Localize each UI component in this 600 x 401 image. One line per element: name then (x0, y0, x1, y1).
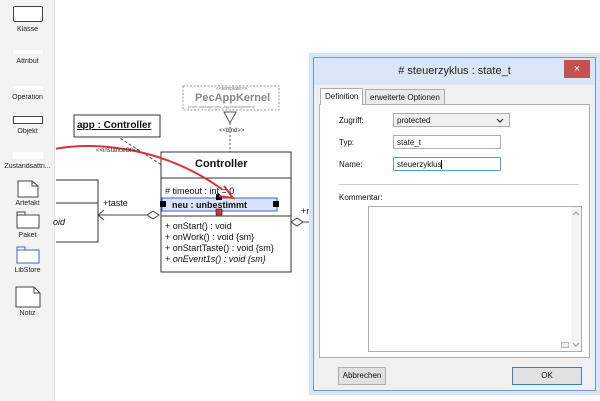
object-icon (12, 116, 43, 124)
tab-definition[interactable]: Definition (320, 88, 364, 105)
operation-onwork[interactable]: + onWork() : void {sm} (165, 232, 255, 242)
palette-label: Artefakt (15, 200, 40, 207)
palette-label: Attribut (16, 58, 39, 65)
template-stereotype: <<template>> (216, 86, 247, 92)
scroll-up-icon[interactable] (571, 209, 581, 217)
class-name[interactable]: Controller (195, 158, 248, 170)
diagram-canvas[interactable]: <<template>> PecAppKernel (from package … (53, 0, 600, 401)
comment-textarea[interactable] (368, 206, 582, 352)
palette-item-operation[interactable]: Operation (0, 86, 55, 101)
ok-button[interactable]: OK (512, 367, 582, 385)
attribute-new-selected[interactable]: neu : unbestimmt (172, 200, 248, 210)
operation-onstart[interactable]: + onStart() : void (165, 221, 232, 231)
left-class-fragment: oid (53, 217, 66, 227)
palette-item-paket[interactable]: Paket (0, 211, 55, 239)
type-label: Typ: (339, 138, 355, 147)
dialog-title: # steuerzyklus : state_t (398, 65, 511, 77)
palette-label: Klasse (16, 26, 38, 33)
name-field[interactable]: steuerzyklus (393, 157, 501, 171)
state-attribute-icon (12, 152, 43, 159)
definition-panel: Zugriff: protected Typ: state_t Name: st… (319, 104, 590, 358)
palette-item-artefakt[interactable]: Artefakt (0, 180, 55, 207)
dialog-titlebar[interactable]: # steuerzyklus : state_t × (314, 58, 595, 85)
palette-label: LibStore (14, 267, 41, 274)
class-icon (12, 6, 43, 22)
close-button[interactable]: × (564, 60, 590, 78)
palette-label: Zustandsattri... (4, 163, 51, 170)
package-icon (16, 211, 39, 229)
access-select[interactable]: protected (393, 113, 510, 127)
cancel-label: Abbrechen (342, 371, 382, 380)
palette-item-notiz[interactable]: Notiz (0, 286, 55, 317)
type-field[interactable]: state_t (393, 135, 501, 149)
tab-label: Definition (325, 92, 359, 101)
operation-icon (12, 86, 43, 90)
name-label: Name: (339, 160, 363, 169)
operation-onevent1s[interactable]: + onEvent1s() : void {sm} (165, 254, 266, 264)
attribute-properties-dialog: # steuerzyklus : state_t × Definition er… (313, 57, 596, 391)
element-palette: Klasse Attribut Operation Objekt Zustand… (0, 0, 55, 401)
cancel-button[interactable]: Abbrechen (338, 367, 386, 385)
bind-label: <<bind>> (219, 128, 245, 134)
palette-item-objekt[interactable]: Objekt (0, 116, 55, 135)
instance-of-label: <<instanceOf>> (96, 148, 139, 154)
operation-onstarttaste[interactable]: + onStartTaste() : void {sm} (165, 243, 274, 253)
separator (339, 184, 579, 185)
tab-extended-options[interactable]: erweiterte Optionen (365, 89, 445, 105)
palette-item-zustandsattribut[interactable]: Zustandsattri... (0, 152, 55, 170)
template-package: (from package pec_Appmanagement) (188, 104, 256, 109)
palette-label: Operation (12, 94, 43, 101)
ok-label: OK (541, 371, 553, 380)
template-name: PecAppKernel (195, 92, 271, 104)
resize-grip-icon[interactable] (561, 342, 569, 348)
palette-item-libstore[interactable]: LibStore (0, 246, 55, 274)
scroll-down-icon[interactable] (571, 341, 581, 349)
close-icon: × (573, 63, 581, 75)
access-value: protected (397, 116, 431, 125)
association-role-taste: +taste (103, 198, 128, 208)
attribute-timeout[interactable]: # timeout : int = 0 (165, 186, 235, 196)
diagram-connectors (56, 85, 313, 273)
association-role-right: +ro (301, 206, 315, 216)
tab-label: erweiterte Optionen (370, 93, 440, 102)
type-value: state_t (397, 138, 422, 147)
chevron-down-icon (496, 118, 504, 123)
library-store-icon (16, 246, 39, 264)
name-value: steuerzyklus (397, 160, 442, 169)
text-cursor (441, 160, 443, 170)
palette-label: Objekt (17, 128, 38, 135)
palette-label: Notiz (19, 310, 36, 317)
palette-item-klasse[interactable]: Klasse (0, 6, 55, 33)
palette-item-attribut[interactable]: Attribut (0, 50, 55, 65)
artifact-icon (17, 180, 38, 198)
access-label: Zugriff: (339, 116, 364, 125)
palette-label: Paket (18, 232, 37, 239)
attribute-icon (12, 50, 43, 54)
object-title[interactable]: app : Controller (77, 120, 152, 131)
comment-label: Kommentar: (339, 193, 383, 202)
note-icon (15, 286, 40, 308)
vertical-scrollbar[interactable] (571, 207, 581, 351)
